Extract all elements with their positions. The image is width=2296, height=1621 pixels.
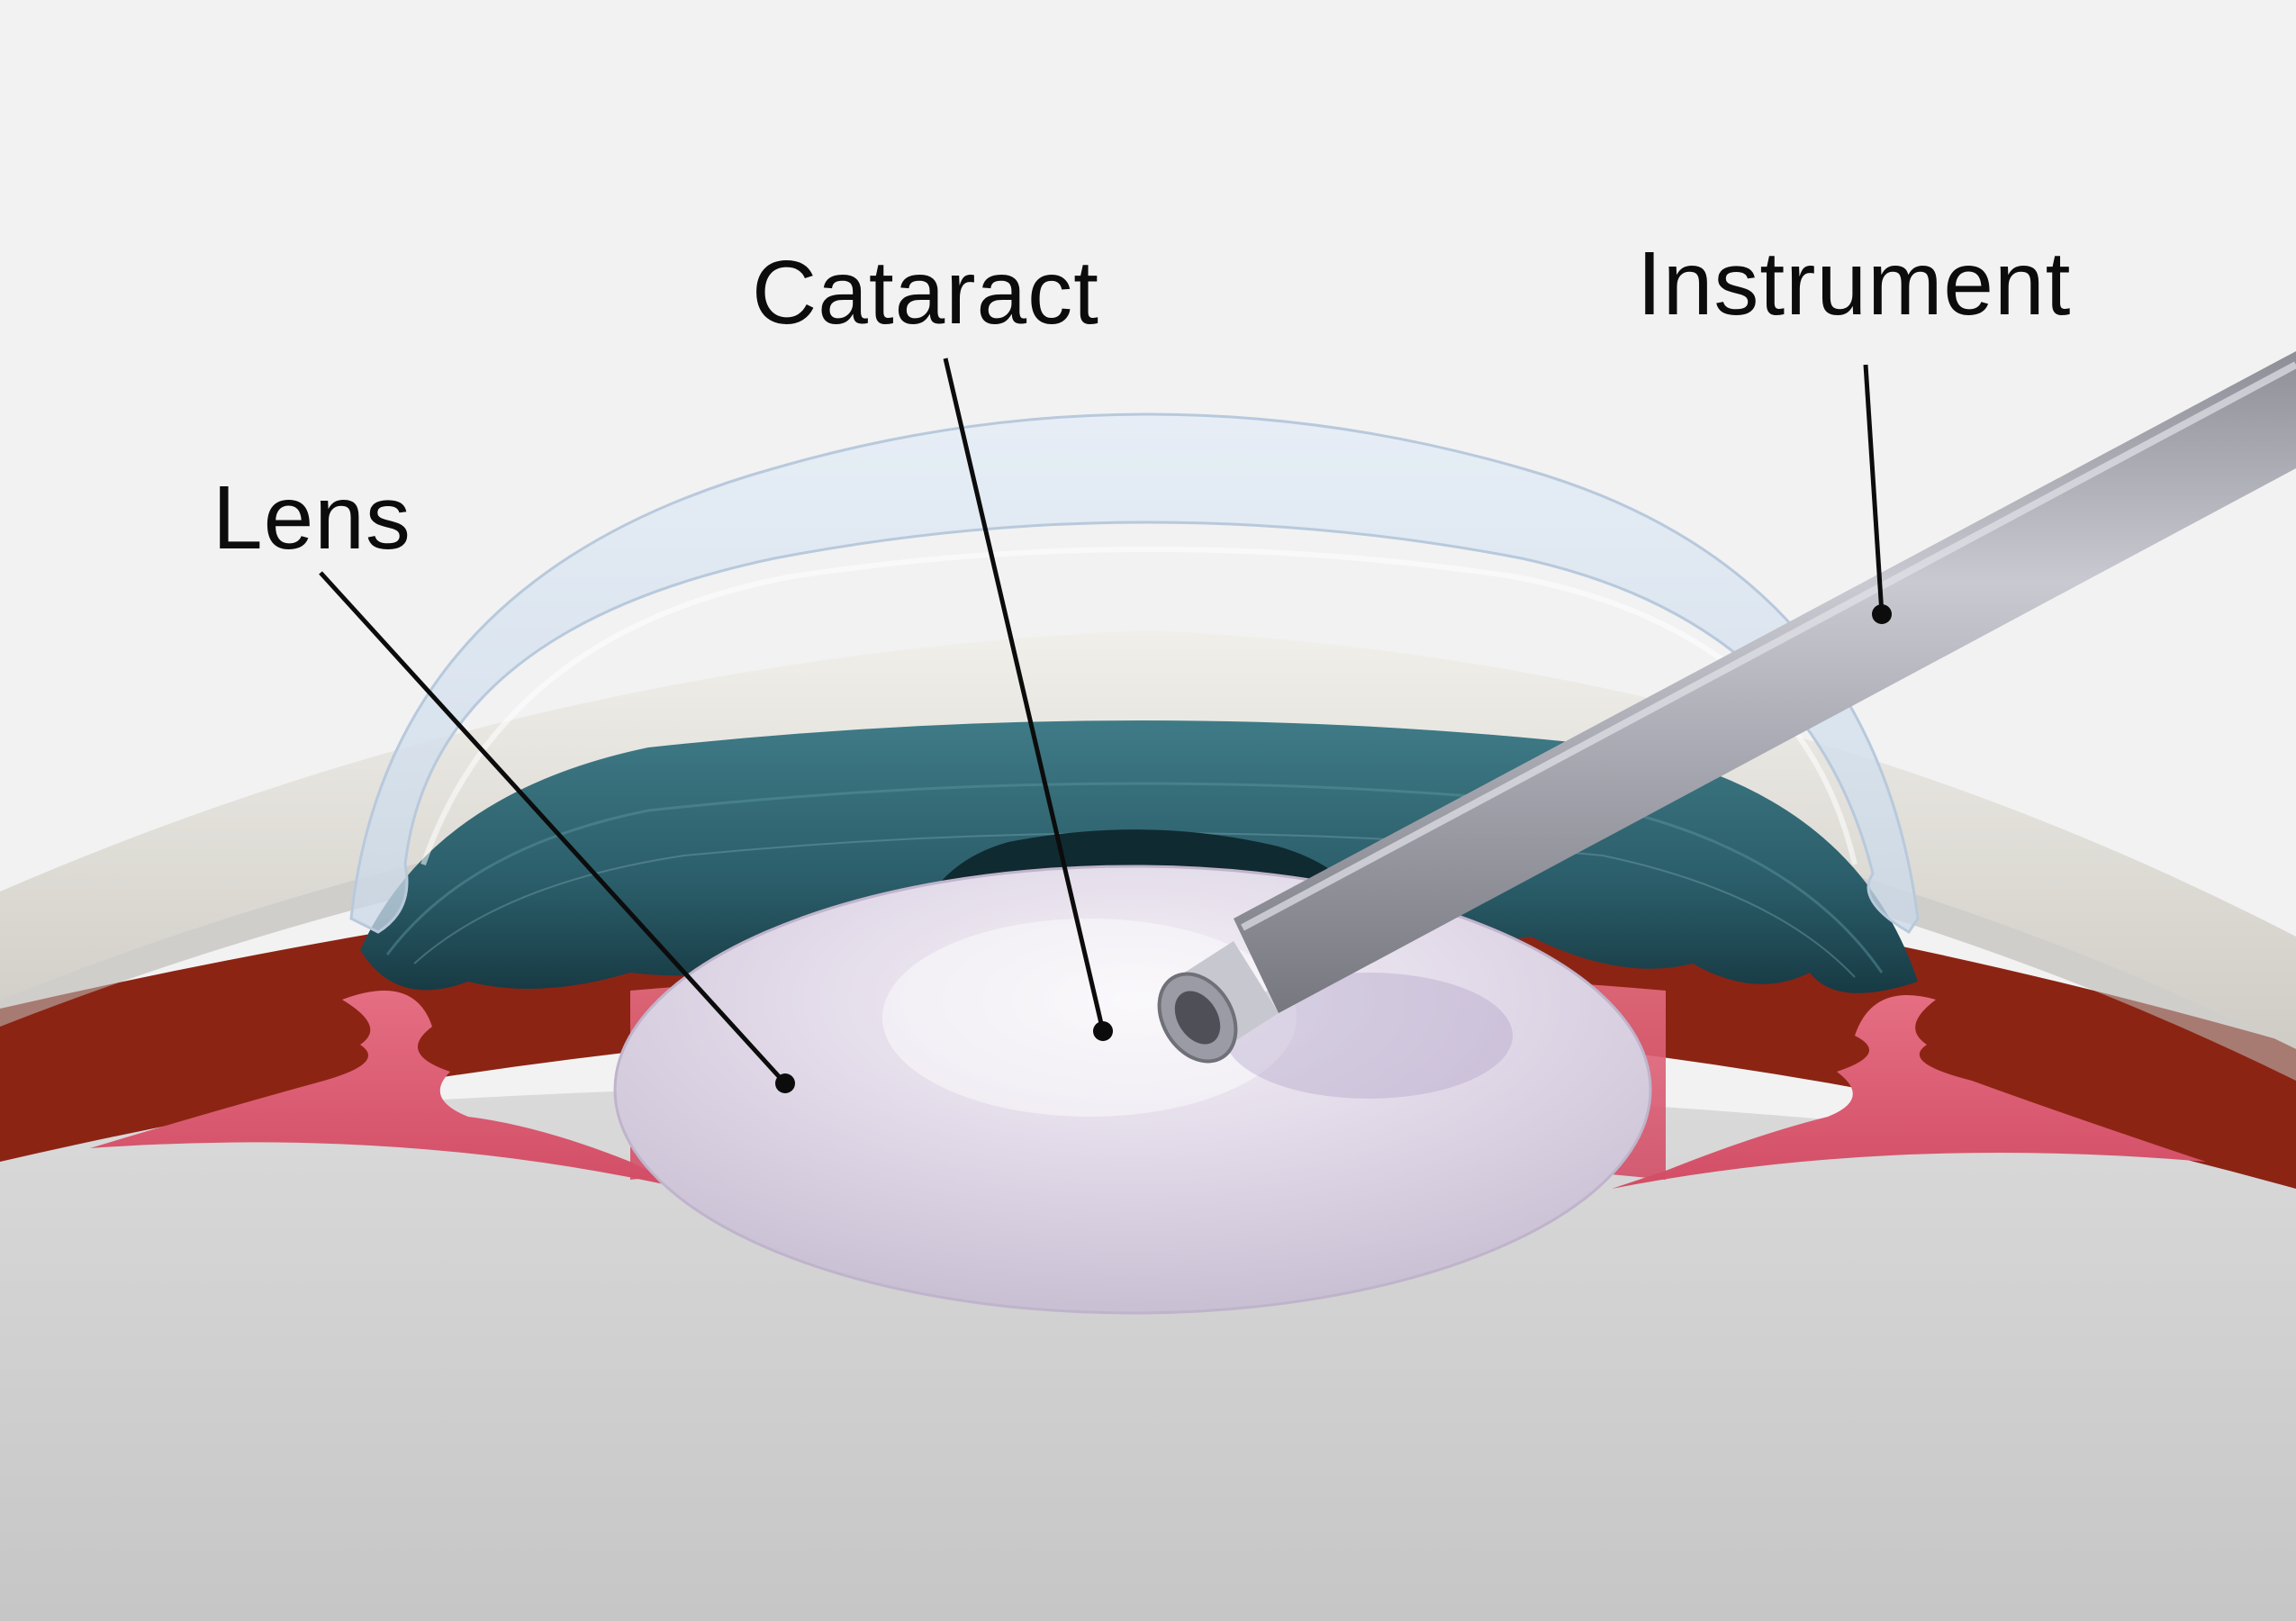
vitreous-body (0, 1083, 2296, 1621)
instrument-leader-line (1863, 364, 1885, 615)
lens-label: Lens (212, 467, 411, 568)
cataract-leader-line (943, 358, 1106, 1032)
ciliary-body-left (90, 991, 684, 1189)
instrument-label: Instrument (1637, 233, 2072, 334)
lens-leader-dot (775, 1073, 795, 1093)
instrument-leader-dot (1872, 604, 1892, 624)
crystalline-lens (615, 866, 1650, 1313)
cataract-label: Cataract (752, 242, 1099, 343)
ciliary-body-right (1612, 995, 2206, 1189)
cataract-leader-dot (1093, 1021, 1113, 1041)
cornea (349, 412, 1920, 935)
surgical-instrument (1157, 351, 2296, 1064)
lens-leader-line (319, 571, 787, 1085)
